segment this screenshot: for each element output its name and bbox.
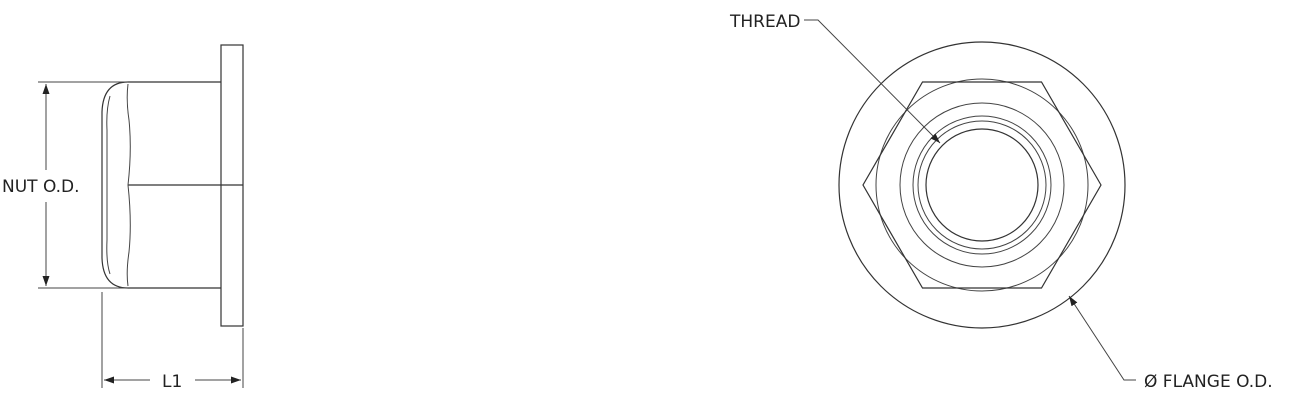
thread-circle [917,120,1047,250]
chamfer-circle [899,102,1065,268]
thread-leader [804,19,941,144]
thread-major-circle [912,115,1052,255]
l1-label: L1 [162,372,182,392]
hex-inscribed-circle [875,78,1089,292]
flange-od-label: Ø FLANGE O.D. [1144,372,1273,392]
chamfer-curve-top [126,83,131,186]
flange-od-circle [838,41,1126,329]
front-view: THREAD Ø FLANGE O.D. [729,12,1273,392]
hex-body-outline [101,81,221,289]
thread-label: THREAD [729,12,800,32]
hex-outline [862,81,1102,289]
chamfer-curve-bottom [126,184,131,287]
side-view: NUT O.D. L1 [2,44,244,392]
nut-od-label: NUT O.D. [2,177,80,197]
flange-od-leader [1068,295,1136,381]
chamfer-inner-line [106,95,111,275]
bore-circle [925,128,1039,242]
